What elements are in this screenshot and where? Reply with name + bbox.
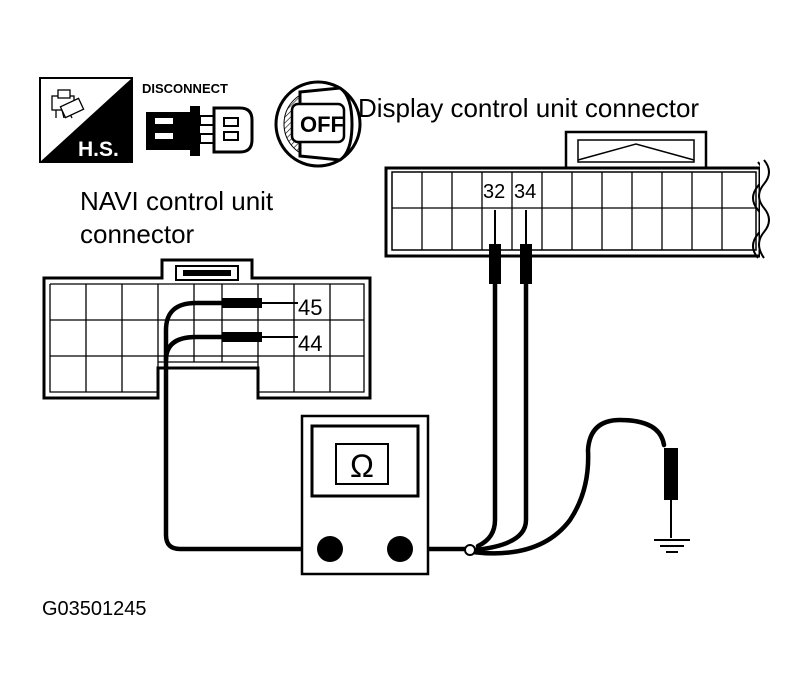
display-connector-label: Display control unit connector bbox=[358, 93, 699, 123]
ohmmeter: Ω bbox=[300, 414, 430, 576]
disconnect-label: DISCONNECT bbox=[142, 81, 228, 96]
hs-label: H.S. bbox=[78, 138, 119, 161]
meter-terminal-right bbox=[387, 536, 413, 562]
meter-terminal-left bbox=[317, 536, 343, 562]
harness-sign-icon: H.S. bbox=[39, 77, 133, 163]
navi-probe-44 bbox=[222, 332, 298, 342]
ground-probe bbox=[664, 448, 678, 538]
navi-probe-45 bbox=[222, 298, 298, 308]
disconnect-icon: DISCONNECT bbox=[142, 81, 254, 156]
navi-connector: 45 44 bbox=[42, 258, 372, 400]
junction-point bbox=[464, 544, 476, 556]
test-leads bbox=[163, 281, 667, 556]
display-probe-32 bbox=[489, 210, 501, 284]
ignition-off-icon: OFF bbox=[274, 80, 362, 168]
navi-connector-label-line1: NAVI control unit bbox=[80, 186, 274, 216]
ground-icon bbox=[654, 539, 690, 553]
display-connector: 32 34 bbox=[384, 130, 772, 260]
display-probe-34 bbox=[520, 210, 532, 284]
ohm-symbol: Ω bbox=[350, 448, 374, 484]
terminal-44-label: 44 bbox=[298, 331, 322, 356]
figure-id: G03501245 bbox=[42, 598, 147, 620]
ignition-off-label: OFF bbox=[300, 112, 344, 137]
terminal-32-label: 32 bbox=[483, 181, 505, 203]
terminal-45-label: 45 bbox=[298, 295, 322, 320]
terminal-34-label: 34 bbox=[514, 181, 536, 203]
navi-connector-label-line2: connector bbox=[80, 219, 195, 249]
